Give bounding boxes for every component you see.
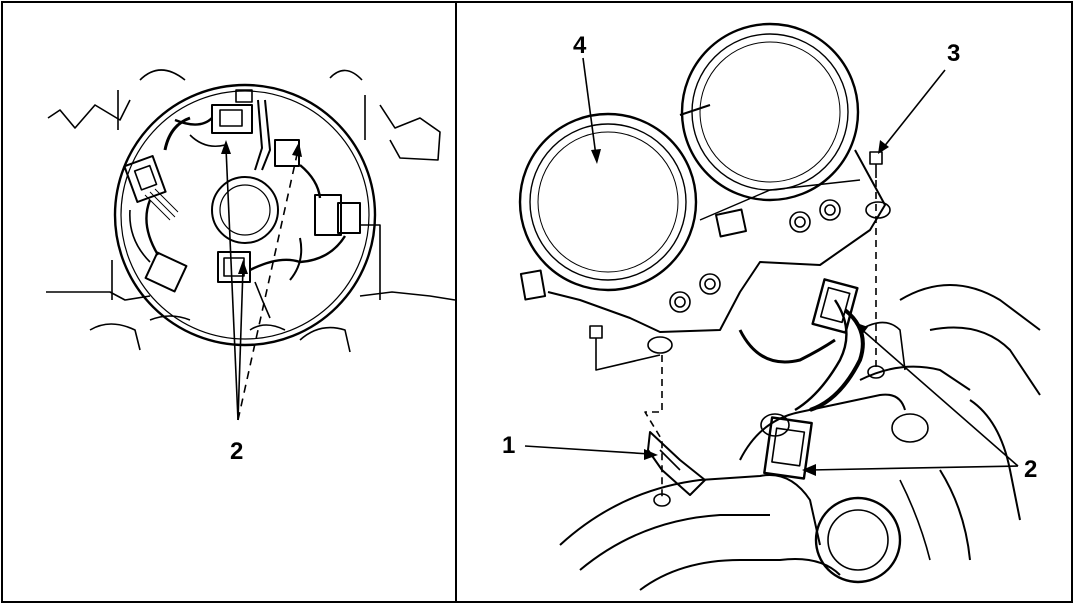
callout-2-right: 2 — [1024, 456, 1038, 483]
right-leader-lines — [524, 57, 1019, 476]
headlight-housing-illustration — [46, 69, 456, 353]
callout-1: 1 — [502, 432, 516, 459]
callout-2-left: 2 — [230, 438, 244, 465]
left-leader-lines — [221, 140, 302, 421]
callout-3: 3 — [947, 40, 961, 67]
callout-4: 4 — [573, 32, 587, 59]
instrument-cluster-illustration — [518, 22, 1041, 591]
